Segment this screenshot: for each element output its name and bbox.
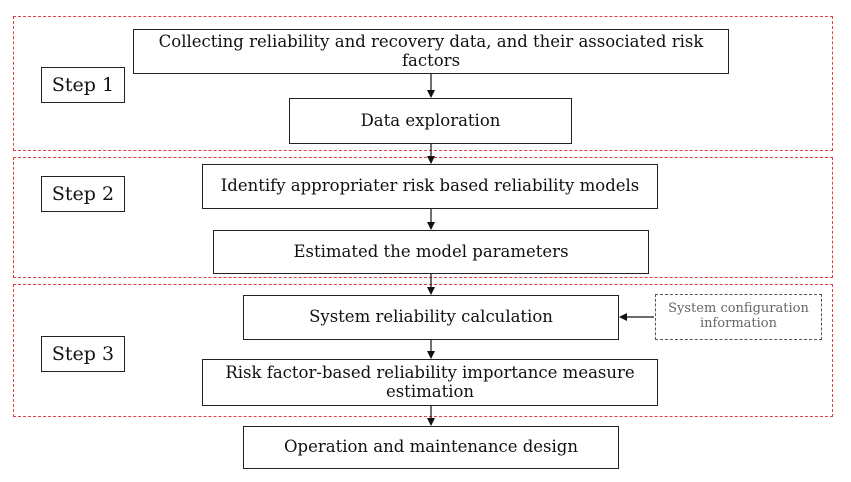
identify-models-text: Identify appropriater risk based reliabi… (220, 176, 640, 196)
data-exploration-box: Data exploration (289, 98, 572, 144)
step-2-label-text: Step 2 (51, 183, 115, 205)
step-3-label-text: Step 3 (51, 343, 115, 365)
step-1-group (13, 16, 833, 151)
system-config-text: System configuration information (668, 301, 809, 331)
estimate-parameters-box: Estimated the model parameters (213, 230, 649, 274)
system-config-box: System configuration information (655, 294, 822, 340)
importance-measure-text: Risk factor-based reliability importance… (225, 362, 635, 401)
step-1-label: Step 1 (41, 67, 125, 103)
step-2-group (13, 157, 833, 278)
collect-data-text: Collecting reliability and recovery data… (158, 31, 704, 70)
data-exploration-text: Data exploration (360, 110, 501, 130)
step-2-label: Step 2 (41, 176, 125, 212)
importance-measure-box: Risk factor-based reliability importance… (202, 359, 658, 406)
estimate-parameters-text: Estimated the model parameters (293, 241, 569, 261)
identify-models-box: Identify appropriater risk based reliabi… (202, 164, 658, 209)
collect-data-box: Collecting reliability and recovery data… (133, 29, 729, 74)
step-3-group (13, 284, 833, 417)
operation-design-text: Operation and maintenance design (284, 437, 578, 457)
system-reliability-box: System reliability calculation (243, 295, 619, 340)
step-1-label-text: Step 1 (51, 74, 115, 96)
step-3-label: Step 3 (41, 336, 125, 372)
operation-design-box: Operation and maintenance design (243, 426, 619, 469)
system-reliability-text: System reliability calculation (309, 307, 553, 327)
